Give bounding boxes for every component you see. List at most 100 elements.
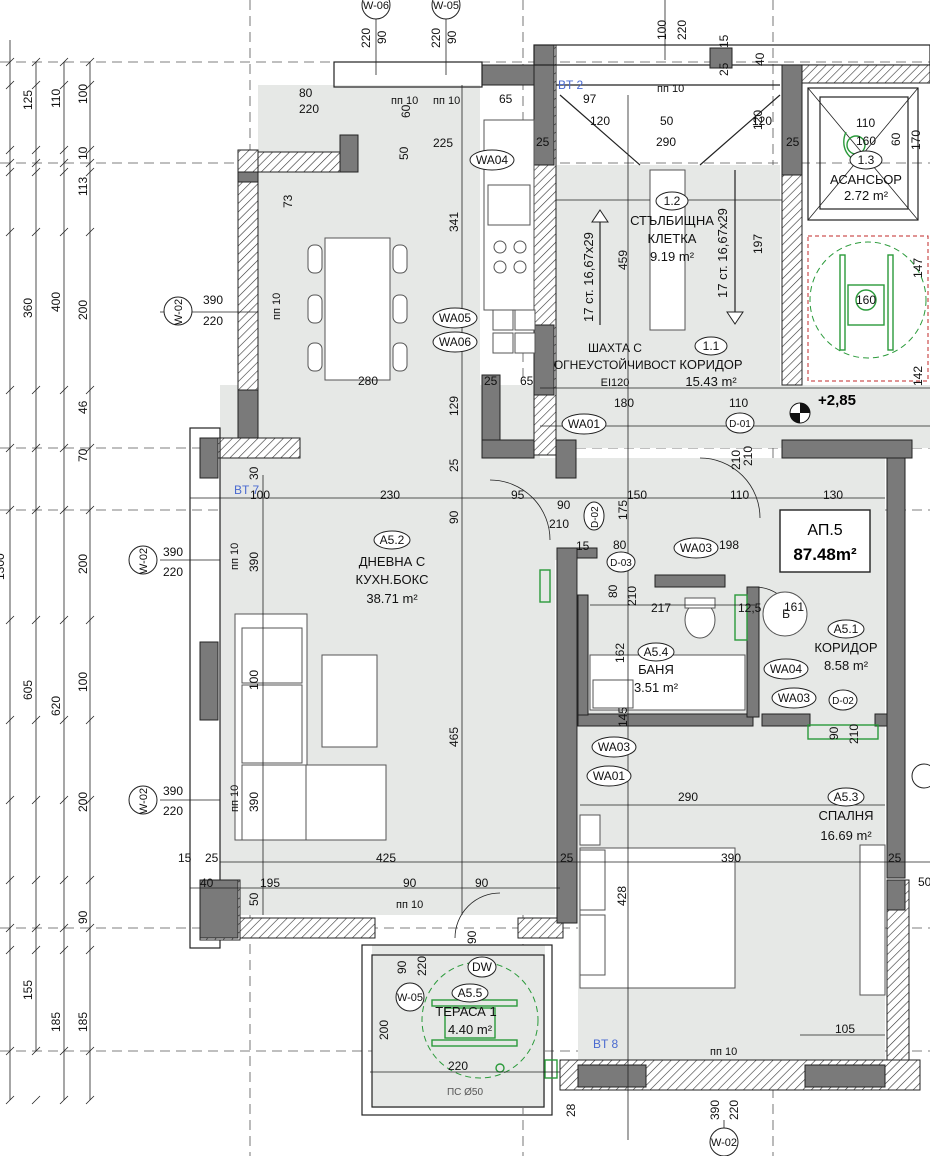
dim-tick [85,1046,95,1056]
svg-text:EI120: EI120 [601,377,630,389]
tag-d03: D-03 [610,558,632,569]
svg-text:161: 161 [784,600,804,614]
label-pp10-f: пп 10 [271,293,283,320]
svg-text:28: 28 [564,1103,578,1117]
dim-tick [31,158,41,168]
label-bt7: BT 7 [234,483,259,497]
svg-text:220: 220 [429,28,443,48]
svg-text:220: 220 [448,1059,468,1073]
tag-wa04: WA04 [476,153,509,167]
svg-text:145: 145 [616,707,630,727]
room-name: АСАНСЬОР [830,172,902,187]
svg-text:25: 25 [560,851,574,865]
dim-360: 360 [21,298,35,318]
dim-tick [5,715,15,725]
room-11-label: 1.1 КОРИДОР 15.43 m² [679,336,743,389]
room-area: 3.51 m² [634,680,679,695]
room-area: 2.72 m² [844,188,889,203]
svg-text:210: 210 [729,450,743,470]
dim-tick [5,1095,15,1105]
svg-text:120: 120 [590,114,610,128]
wheelchair-icon-elevator [839,254,894,351]
dim-tick [59,385,69,395]
dim-tick [85,158,95,168]
svg-text:341: 341 [447,212,461,232]
svg-text:110: 110 [730,488,749,502]
sofa [234,613,387,841]
room-name: КОРИДОР [679,357,742,372]
svg-text:425: 425 [376,851,396,865]
svg-text:73: 73 [281,194,295,208]
dim-tick [31,795,41,805]
tag-w02-d: W-02 [711,1137,737,1149]
label-pp10-h: пп 10 [229,785,241,812]
room-12-label: 1.2 СТЪЛБИЩНА КЛЕТКА 9.19 m² [630,191,714,264]
svg-text:390: 390 [163,545,183,559]
svg-text:100: 100 [655,20,669,40]
svg-text:25: 25 [447,458,461,472]
svg-text:210: 210 [625,586,639,606]
dim-tick [59,443,69,453]
svg-text:25: 25 [536,135,550,149]
svg-text:220: 220 [675,20,689,40]
label-pp10-c: пп 10 [657,83,684,95]
dim-113: 113 [76,177,90,196]
dim-tick [85,1095,95,1105]
room-code: A5.3 [834,790,859,804]
svg-text:80: 80 [606,584,620,598]
tag-wa03-b: WA03 [778,691,811,705]
svg-text:220: 220 [359,28,373,48]
dim-125: 125 [21,90,35,110]
room-code: 1.3 [858,153,875,167]
svg-text:90: 90 [465,930,479,944]
svg-text:ОГНЕУСТОЙЧИВОСТ: ОГНЕУСТОЙЧИВОСТ [554,357,677,372]
svg-text:25: 25 [484,374,498,388]
tag-wa03-c: WA03 [598,740,631,754]
tag-wa01: WA01 [568,417,601,431]
dim-tick [85,80,95,90]
svg-text:180: 180 [614,396,634,410]
dim-tick [85,715,95,725]
room-code: A5.5 [458,986,483,1000]
dim-200c: 200 [76,792,90,812]
room-code: A5.1 [834,622,859,636]
svg-text:12,5: 12,5 [738,601,762,615]
svg-text:90: 90 [375,30,389,44]
dim-tick [31,1095,41,1105]
room-area: 8.58 m² [824,658,869,673]
svg-text:90: 90 [475,876,489,890]
dim-tick [59,167,69,177]
room-name-2: КЛЕТКА [648,231,697,246]
svg-text:90: 90 [557,498,571,512]
tag-dw: DW [472,960,493,974]
dim-400: 400 [49,292,63,312]
tag-d02: D-02 [590,506,601,528]
room-name: БАНЯ [638,662,674,677]
svg-text:390: 390 [708,1100,722,1120]
dim-tick [59,945,69,955]
dim-tick [5,158,15,168]
dim-tick [59,80,69,90]
tag-b: Б [782,607,790,621]
svg-text:217: 217 [651,601,671,615]
svg-text:110: 110 [856,116,875,130]
tag-w02-b: W-02 [138,548,150,574]
dim-tick [31,443,41,453]
label-pp10-a: пп 10 [391,95,418,107]
dim-70: 70 [76,448,90,462]
misc-labels: BT 2 BT 7 BT 8 ПС Ø50 пп 10 пп 10 пп 10 … [229,78,737,1098]
dim-tick [31,167,41,177]
room-code: 1.2 [664,194,681,208]
dim-185a: 185 [49,1012,63,1032]
svg-text:390: 390 [163,784,183,798]
room-name: КОРИДОР [814,640,877,655]
dim-tick [85,385,95,395]
elevator [807,87,929,382]
svg-text:220: 220 [203,314,223,328]
svg-text:50: 50 [247,892,261,906]
svg-text:50: 50 [660,114,674,128]
room-name: ДНЕВНА С [359,554,426,569]
dim-tick [5,443,15,453]
dim-tick [31,145,41,155]
dim-tick [31,57,41,67]
